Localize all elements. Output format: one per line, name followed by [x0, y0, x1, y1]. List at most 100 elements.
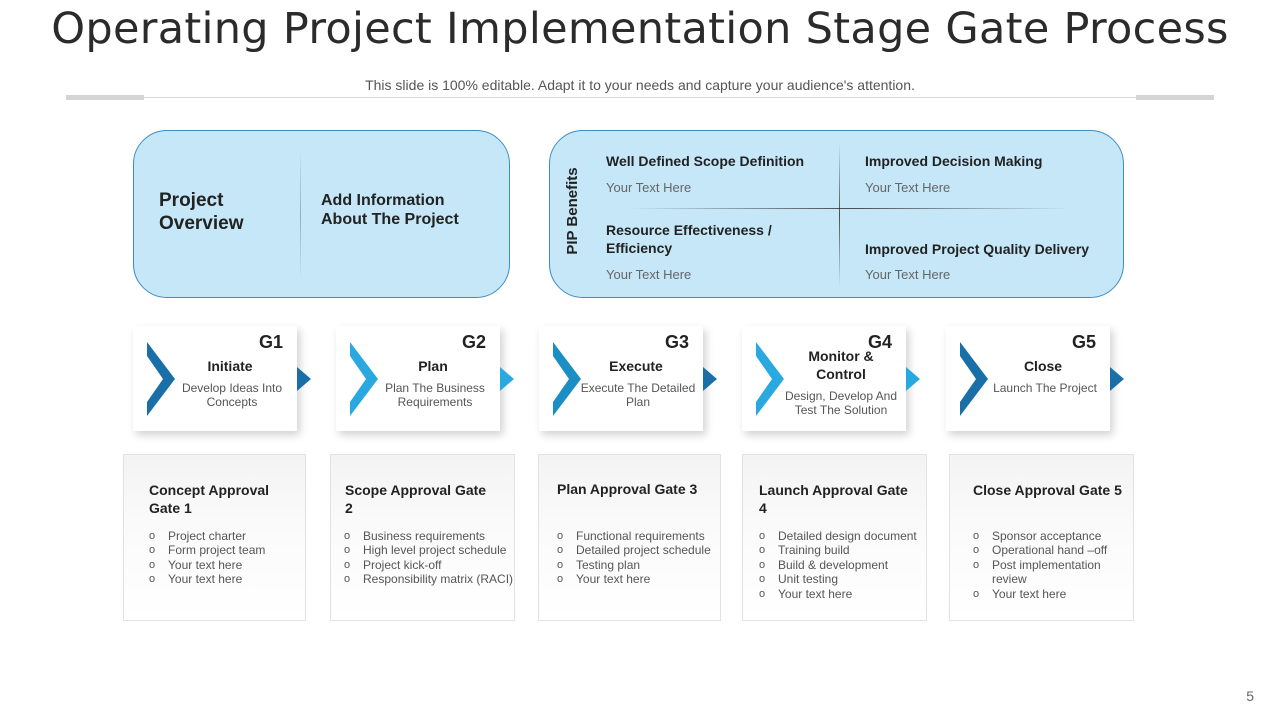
- title-divider: [66, 97, 1214, 98]
- approval-title: Scope Approval Gate 2: [345, 482, 487, 516]
- gate-card: G5 Close Launch The Project: [946, 326, 1124, 431]
- approval-title: Launch Approval Gate 4: [759, 482, 908, 516]
- benefit-title: Improved Decision Making: [865, 153, 1043, 169]
- arrow-tip-icon: [297, 367, 311, 391]
- gate-name: Plan: [418, 358, 448, 374]
- chevron-right-icon: [350, 342, 378, 416]
- gate-name: Execute: [609, 358, 663, 374]
- project-overview-heading: Project Overview: [159, 190, 244, 234]
- benefit-text: Your Text Here: [606, 180, 692, 195]
- gate-id: G4: [867, 332, 892, 352]
- arrow-tip-icon: [906, 367, 920, 391]
- bullet-icon: o: [973, 530, 980, 542]
- project-overview-panel: Project Overview Add Information About T…: [133, 130, 510, 298]
- title-divider-left-cap: [66, 95, 144, 100]
- gate-description: Design, Develop And Test The Solution: [784, 389, 898, 417]
- chevron-right-icon: [147, 342, 175, 416]
- benefits-horizontal-divider: [630, 208, 1070, 209]
- bullet-icon: o: [149, 544, 156, 557]
- bullet-icon: o: [149, 558, 156, 571]
- chevron-right-icon: [756, 342, 784, 416]
- approval-title: Close Approval Gate 5: [973, 482, 1122, 498]
- gate-description: Execute The Detailed Plan: [580, 381, 696, 409]
- benefit-title: Well Defined Scope Definition: [606, 153, 805, 169]
- gate-card: G2 Plan Plan The Business Requirements: [336, 326, 514, 431]
- gate-id: G1: [258, 332, 283, 352]
- bullet-icon: o: [557, 530, 564, 542]
- bullet-icon: o: [759, 573, 766, 586]
- gate-name: Close: [1023, 358, 1063, 374]
- gate-id: G5: [1071, 332, 1096, 352]
- bullet-icon: o: [344, 544, 351, 557]
- bullet-icon: o: [344, 530, 351, 542]
- page-title: Operating Project Implementation Stage G…: [51, 4, 1229, 54]
- benefit-title: Resource Effectiveness / Efficiency: [606, 222, 772, 256]
- chevron-right-icon: [960, 342, 988, 416]
- subtitle: This slide is 100% editable. Adapt it to…: [365, 77, 915, 93]
- bullet-icon: o: [973, 558, 980, 571]
- benefit-text: Your Text Here: [606, 267, 692, 282]
- page-number: 5: [1246, 688, 1254, 704]
- bullet-icon: o: [973, 587, 980, 600]
- gate-card: G3 Execute Execute The Detailed Plan: [539, 326, 717, 431]
- title-divider-right-cap: [1136, 95, 1214, 100]
- approval-title: Concept Approval Gate 1: [149, 482, 270, 516]
- bullet-icon: o: [149, 573, 156, 586]
- gate-card: G1 Initiate Develop Ideas Into Concepts: [133, 326, 311, 431]
- arrow-tip-icon: [1110, 367, 1124, 391]
- arrow-tip-icon: [500, 367, 514, 391]
- pip-benefits-label: PIP Benefits: [564, 167, 581, 255]
- bullet-icon: o: [759, 587, 766, 600]
- gate-description: Develop Ideas Into Concepts: [181, 381, 283, 409]
- pip-benefits-panel: PIP Benefits Well Defined Scope Definiti…: [549, 130, 1124, 298]
- gate-description: Launch The Project: [993, 381, 1097, 395]
- bullet-icon: o: [557, 573, 564, 586]
- gate-id: G3: [664, 332, 689, 352]
- bullet-icon: o: [557, 544, 564, 557]
- bullet-icon: o: [759, 558, 766, 571]
- bullet-icon: o: [759, 544, 766, 557]
- gate-id: G2: [461, 332, 486, 352]
- benefit-text: Your Text Here: [865, 267, 951, 282]
- bullet-icon: o: [344, 558, 351, 571]
- bullet-icon: o: [557, 558, 564, 571]
- gate-name: Initiate: [207, 358, 253, 374]
- project-overview-info: Add Information About The Project: [321, 192, 459, 228]
- bullet-icon: o: [759, 530, 766, 542]
- bullet-icon: o: [149, 530, 156, 542]
- benefit-text: Your Text Here: [865, 180, 951, 195]
- gate-name: Monitor & Control: [808, 348, 874, 382]
- benefits-vertical-divider: [839, 143, 840, 287]
- chevron-right-icon: [553, 342, 581, 416]
